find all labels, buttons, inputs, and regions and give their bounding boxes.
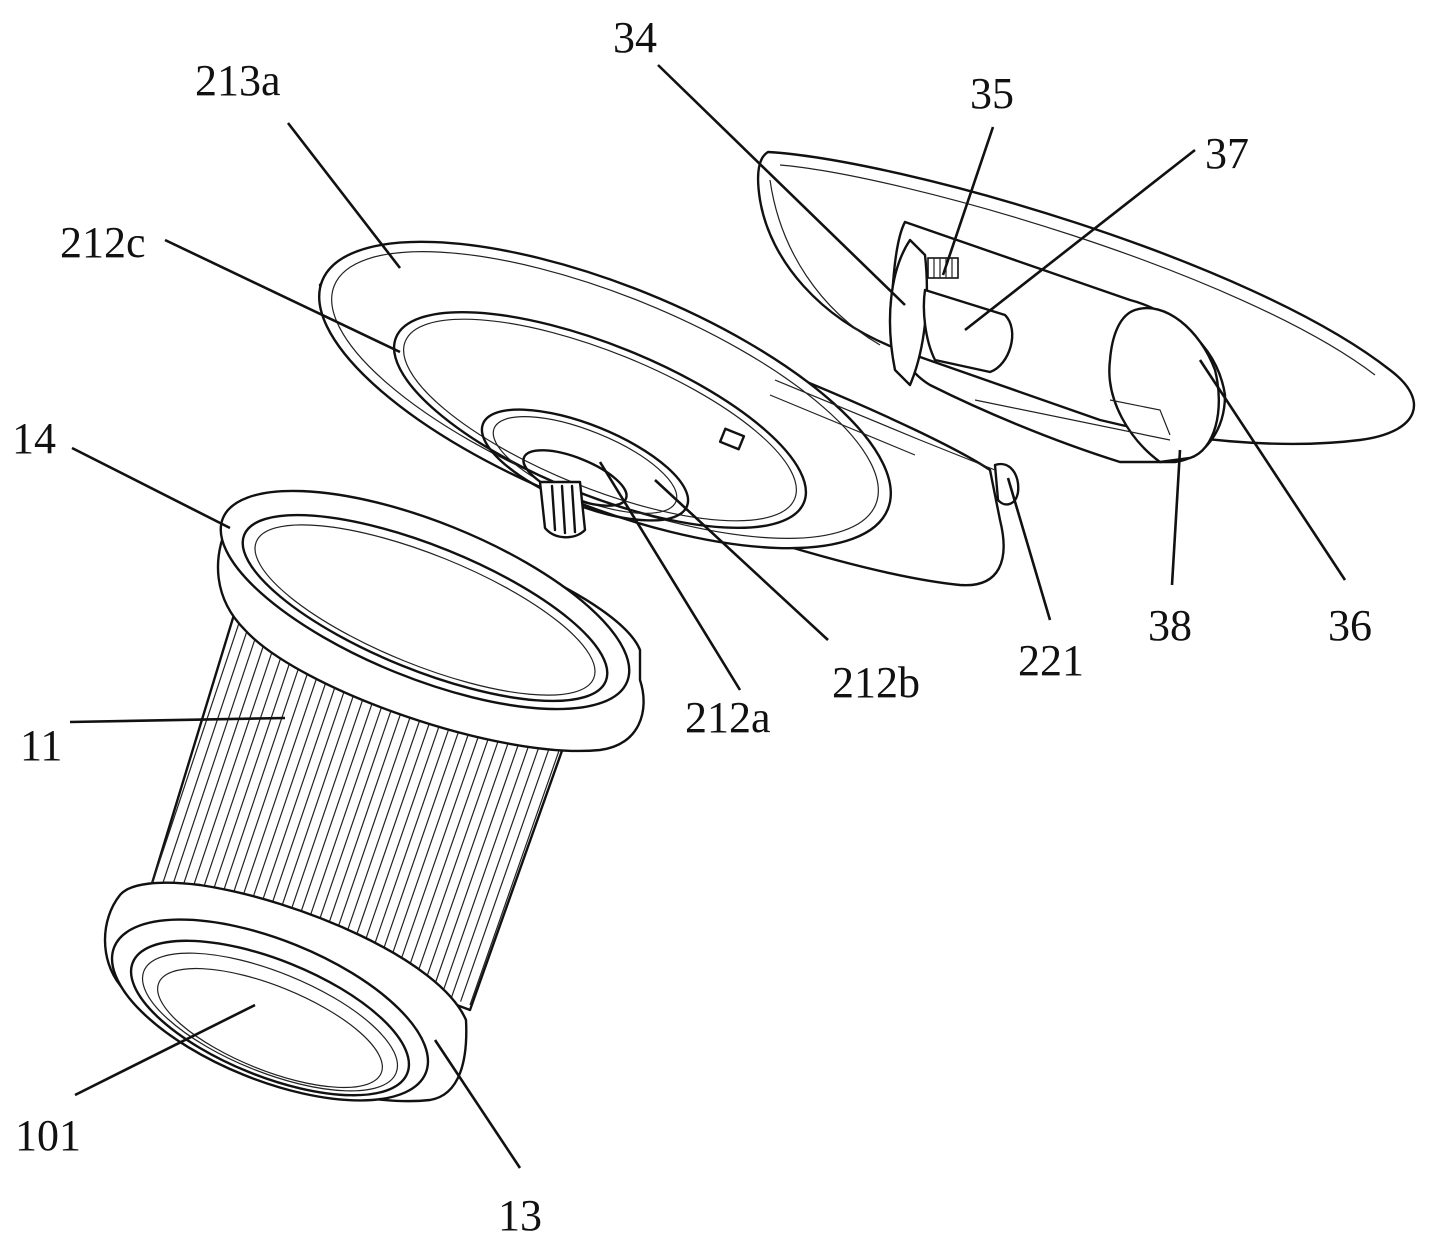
- label-13: 13: [498, 1191, 542, 1240]
- label-35: 35: [970, 69, 1014, 118]
- label-213a: 213a: [195, 56, 281, 105]
- disc-assembly: [318, 240, 1020, 587]
- label-11: 11: [20, 721, 62, 770]
- leader-lines: [69, 64, 1347, 1169]
- filter-pleat: [224, 628, 324, 918]
- label-212a: 212a: [685, 693, 771, 742]
- filter-pleat: [469, 704, 576, 1006]
- label-221: 221: [1018, 636, 1084, 685]
- label-101: 101: [15, 1111, 81, 1160]
- label-212b: 212b: [832, 658, 920, 707]
- filter-pleat: [158, 607, 256, 894]
- label-38: 38: [1148, 601, 1192, 650]
- reference-labels: 34 213a 35 37 212c 14 38 36 221 212b 212…: [12, 13, 1372, 1240]
- filter-cartridge: [103, 489, 645, 1103]
- filter-pleat: [215, 625, 314, 914]
- filter-pleat: [196, 619, 295, 908]
- filter-pleat: [205, 622, 304, 911]
- filter-pleat: [149, 604, 246, 891]
- filter-pleat: [177, 613, 275, 901]
- label-212c: 212c: [60, 218, 146, 267]
- filter-pleat: [187, 616, 285, 904]
- label-34: 34: [613, 13, 657, 62]
- label-37: 37: [1205, 129, 1249, 178]
- filter-pleat: [168, 610, 265, 897]
- label-36: 36: [1328, 601, 1372, 650]
- label-14: 14: [12, 414, 56, 463]
- filter-pleat: [460, 701, 566, 1002]
